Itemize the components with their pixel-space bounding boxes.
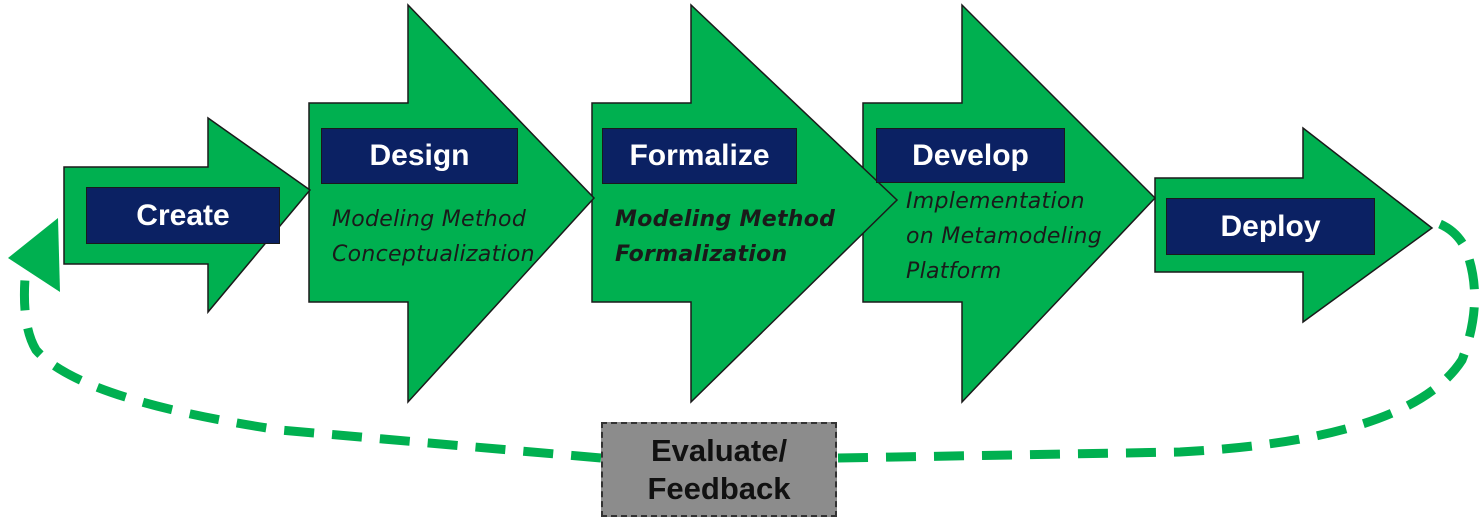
description-line: on Metamodeling: [906, 224, 1103, 249]
description-line: Conceptualization: [332, 242, 535, 267]
arrow-design: [308, 3, 596, 404]
step-label-deploy: Deploy: [1166, 198, 1375, 255]
description-line: Modeling Method: [332, 207, 527, 232]
arrow-develop: [862, 3, 1157, 404]
description-line: Formalization: [615, 242, 788, 267]
step-description-formalize: Modeling Method Formalization: [615, 202, 835, 272]
description-line: Modeling Method: [615, 207, 836, 232]
feedback-loop-path: [837, 219, 1479, 463]
feedback-loop-arrowhead: [8, 218, 60, 292]
feedback-loop-path-left: [19, 249, 602, 463]
feedback-line: Evaluate/: [650, 432, 788, 468]
arrow-formalize: [591, 3, 899, 404]
step-description-develop: Implementation on Metamodeling Platform: [906, 184, 1102, 289]
step-description-design: Modeling Method Conceptualization: [332, 202, 535, 272]
evaluate-feedback-box: Evaluate/ Feedback: [601, 422, 837, 517]
step-label-design: Design: [321, 128, 518, 184]
description-line: Implementation: [906, 189, 1085, 214]
feedback-line: Feedback: [647, 470, 791, 506]
step-label-formalize: Formalize: [602, 128, 797, 184]
description-line: Platform: [906, 259, 1002, 284]
step-label-develop: Develop: [876, 128, 1065, 183]
step-label-create: Create: [86, 187, 280, 244]
